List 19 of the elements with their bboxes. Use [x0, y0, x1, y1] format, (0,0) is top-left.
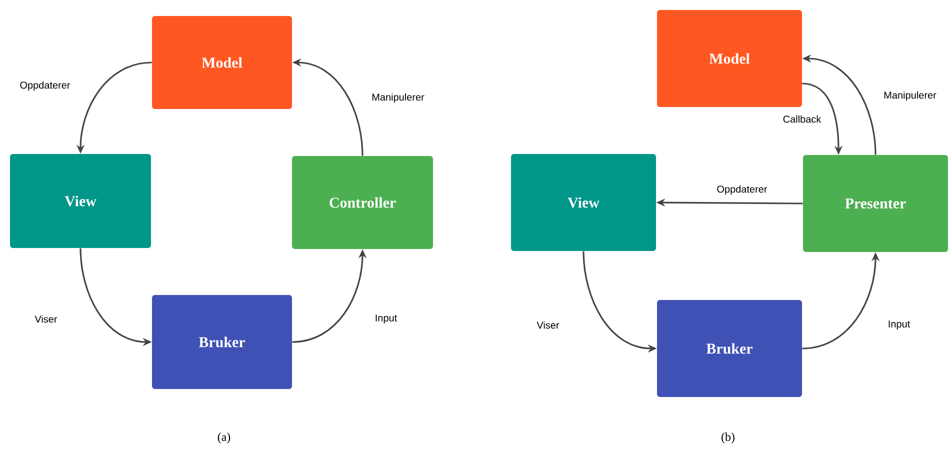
process-box: Model [152, 16, 292, 109]
edge-label: Oppdaterer [18, 80, 72, 92]
edge-label: Viser [34, 314, 58, 324]
edge-label: Input [374, 314, 398, 324]
process-box: Presenter [803, 155, 948, 252]
edge-label: Viser [536, 320, 560, 330]
process-box: Model [657, 10, 802, 107]
process-box: Bruker [152, 295, 292, 389]
edge-label: Oppdaterer [716, 184, 768, 196]
caption: (a) [218, 432, 230, 444]
process-box: View [10, 154, 151, 248]
caption: (b) [722, 432, 734, 444]
process-box: View [511, 154, 656, 251]
process-box: Bruker [657, 300, 802, 397]
process-box: Controller [292, 156, 433, 249]
edge-label: Callback [782, 114, 822, 124]
edge-label: Manipulerer [370, 92, 426, 104]
edge-label: Manipulerer [882, 90, 938, 102]
edge-label: Input [886, 320, 912, 330]
